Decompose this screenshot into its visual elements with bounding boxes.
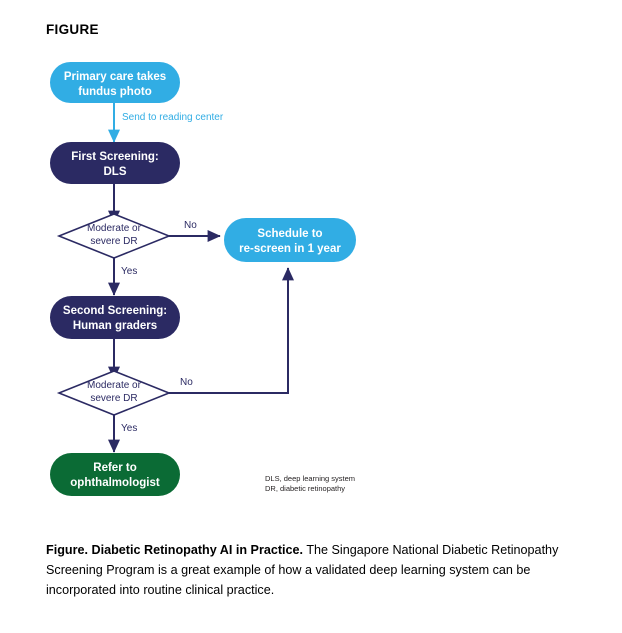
- node-decision-2-label: Moderate or severe DR: [87, 380, 141, 404]
- edge-label-decision2-yes: Yes: [121, 423, 138, 434]
- node-schedule-rescreen[interactable]: [224, 218, 356, 262]
- figure-caption: Figure. Diabetic Retinopathy AI in Pract…: [46, 540, 566, 600]
- node-second-screening[interactable]: [50, 296, 180, 339]
- node-refer[interactable]: [50, 453, 180, 496]
- node-decision-1-label: Moderate or severe DR: [87, 223, 141, 247]
- node-decision-1[interactable]: [56, 213, 172, 259]
- flowchart-canvas: [50, 62, 356, 496]
- node-first-screening[interactable]: [50, 142, 180, 184]
- edge-label-decision1-yes: Yes: [121, 266, 138, 277]
- edge-label-decision1-no: No: [184, 220, 197, 231]
- edge-label-send-to-reading-center: Send to reading center: [122, 112, 224, 123]
- flowchart: Primary care takes fundus photo First Sc…: [0, 46, 622, 516]
- edge-decision2-no: [169, 267, 294, 394]
- edge-label-decision2-no: No: [180, 377, 193, 388]
- caption-lead: Figure. Diabetic Retinopathy AI in Pract…: [46, 543, 304, 557]
- page-title: FIGURE: [46, 22, 99, 37]
- node-decision-2[interactable]: [56, 370, 172, 416]
- node-primary-care[interactable]: [50, 62, 180, 103]
- abbreviations-footnote: DLS, deep learning system DR, diabetic r…: [265, 474, 356, 493]
- caption-body: The Singapore National Diabetic Retinopa…: [46, 543, 559, 597]
